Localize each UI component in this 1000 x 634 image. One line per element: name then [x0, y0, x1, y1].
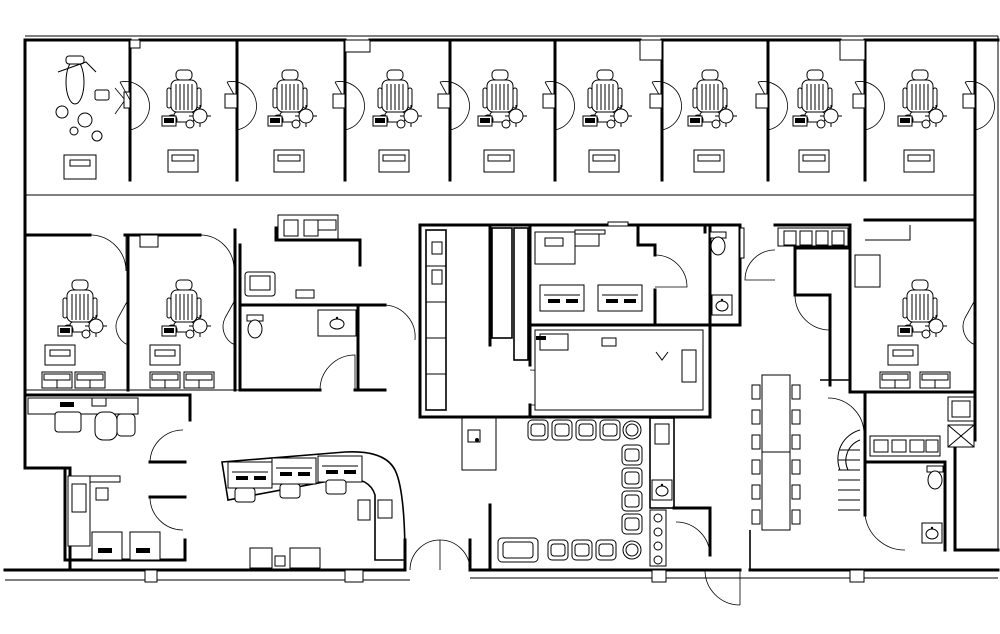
restroom-right: [827, 390, 975, 552]
side-operatories-left: [23, 228, 240, 392]
sink-icon: [317, 309, 357, 337]
cabinet-icon: [41, 371, 73, 389]
door-swing-icon: [384, 304, 416, 341]
sink-icon: [869, 435, 941, 457]
sink-icon: [921, 522, 943, 544]
lounge-chair-icon: [621, 444, 643, 466]
cabinet-icon: [879, 371, 911, 389]
door-swing-icon: [149, 429, 184, 463]
dental-chair-icon: [582, 69, 633, 129]
left-office: [23, 393, 192, 562]
cabinet-icon: [149, 371, 181, 389]
toilet-icon: [246, 314, 264, 339]
dental-chair-icon: [897, 279, 948, 339]
cabinet-icon: [919, 371, 951, 389]
sink-icon: [651, 479, 673, 501]
entry-doors: [403, 503, 741, 606]
dental-chair-icon: [372, 69, 423, 129]
door-swing-icon: [794, 294, 831, 331]
door-swing-icon: [962, 299, 976, 346]
door-swing-icon: [89, 234, 236, 346]
dental-chair-icon: [792, 69, 843, 129]
right-operatory: [744, 218, 977, 394]
dental-chair-icon: [57, 279, 108, 339]
cabinet-icon: [224, 93, 976, 109]
lounge-chair-icon: [599, 419, 621, 441]
lounge-chair-icon: [547, 539, 569, 561]
conference-table-icon: [751, 374, 801, 531]
workstation-icon: [271, 457, 317, 485]
stool-icon: [622, 420, 642, 440]
cabinet-icon: [183, 371, 215, 389]
waiting-area: [461, 417, 643, 563]
stool-icon: [44, 344, 181, 366]
restroom-center-right: [636, 223, 742, 327]
toilet-icon: [709, 231, 727, 256]
lounge-chair-icon: [571, 539, 593, 561]
lounge-chair-icon: [621, 467, 643, 489]
dental-chair-icon: [477, 69, 528, 129]
door-swing-icon: [654, 254, 688, 288]
door-swing-icon: [864, 514, 906, 551]
dental-chair-icon: [267, 69, 318, 129]
lounge-chair-icon: [621, 490, 643, 512]
door-swing-icon: [149, 496, 184, 531]
restroom-left-center: [238, 214, 416, 392]
top-operatories: [25, 38, 995, 196]
restroom-waiting: [649, 417, 712, 567]
workstation-icon: [317, 455, 363, 483]
lounge-chair-icon: [527, 419, 549, 441]
misc-walls: [418, 221, 850, 570]
dental-chair-icon: [687, 69, 738, 129]
dental-chair-icon: [897, 69, 948, 129]
central-lab: [418, 223, 712, 419]
lounge-chair-icon: [551, 419, 573, 441]
reception-desk: [221, 451, 406, 569]
toilet-icon: [926, 465, 944, 490]
staircase-icon: [837, 429, 861, 511]
door-swing-icon: [675, 521, 711, 557]
door-swing-icon: [744, 249, 776, 281]
lounge-chair-icon: [575, 419, 597, 441]
workstation-icon: [597, 284, 643, 312]
cabinet-icon: [74, 371, 106, 389]
stool-icon: [167, 149, 935, 173]
door-swing-icon: [827, 397, 865, 435]
sink-icon: [711, 294, 733, 316]
door-swing-icon: [319, 354, 356, 391]
workstation-icon: [539, 284, 585, 312]
dental-chair-icon: [161, 69, 212, 129]
dental-chair-icon: [161, 279, 212, 339]
lounge-chair-icon: [595, 539, 617, 561]
cabinet-icon: [114, 87, 131, 115]
workstation-icon: [227, 461, 273, 489]
dental-chair-icon: [55, 55, 110, 180]
stool-icon: [622, 540, 642, 560]
lounge-chair-icon: [621, 513, 643, 535]
